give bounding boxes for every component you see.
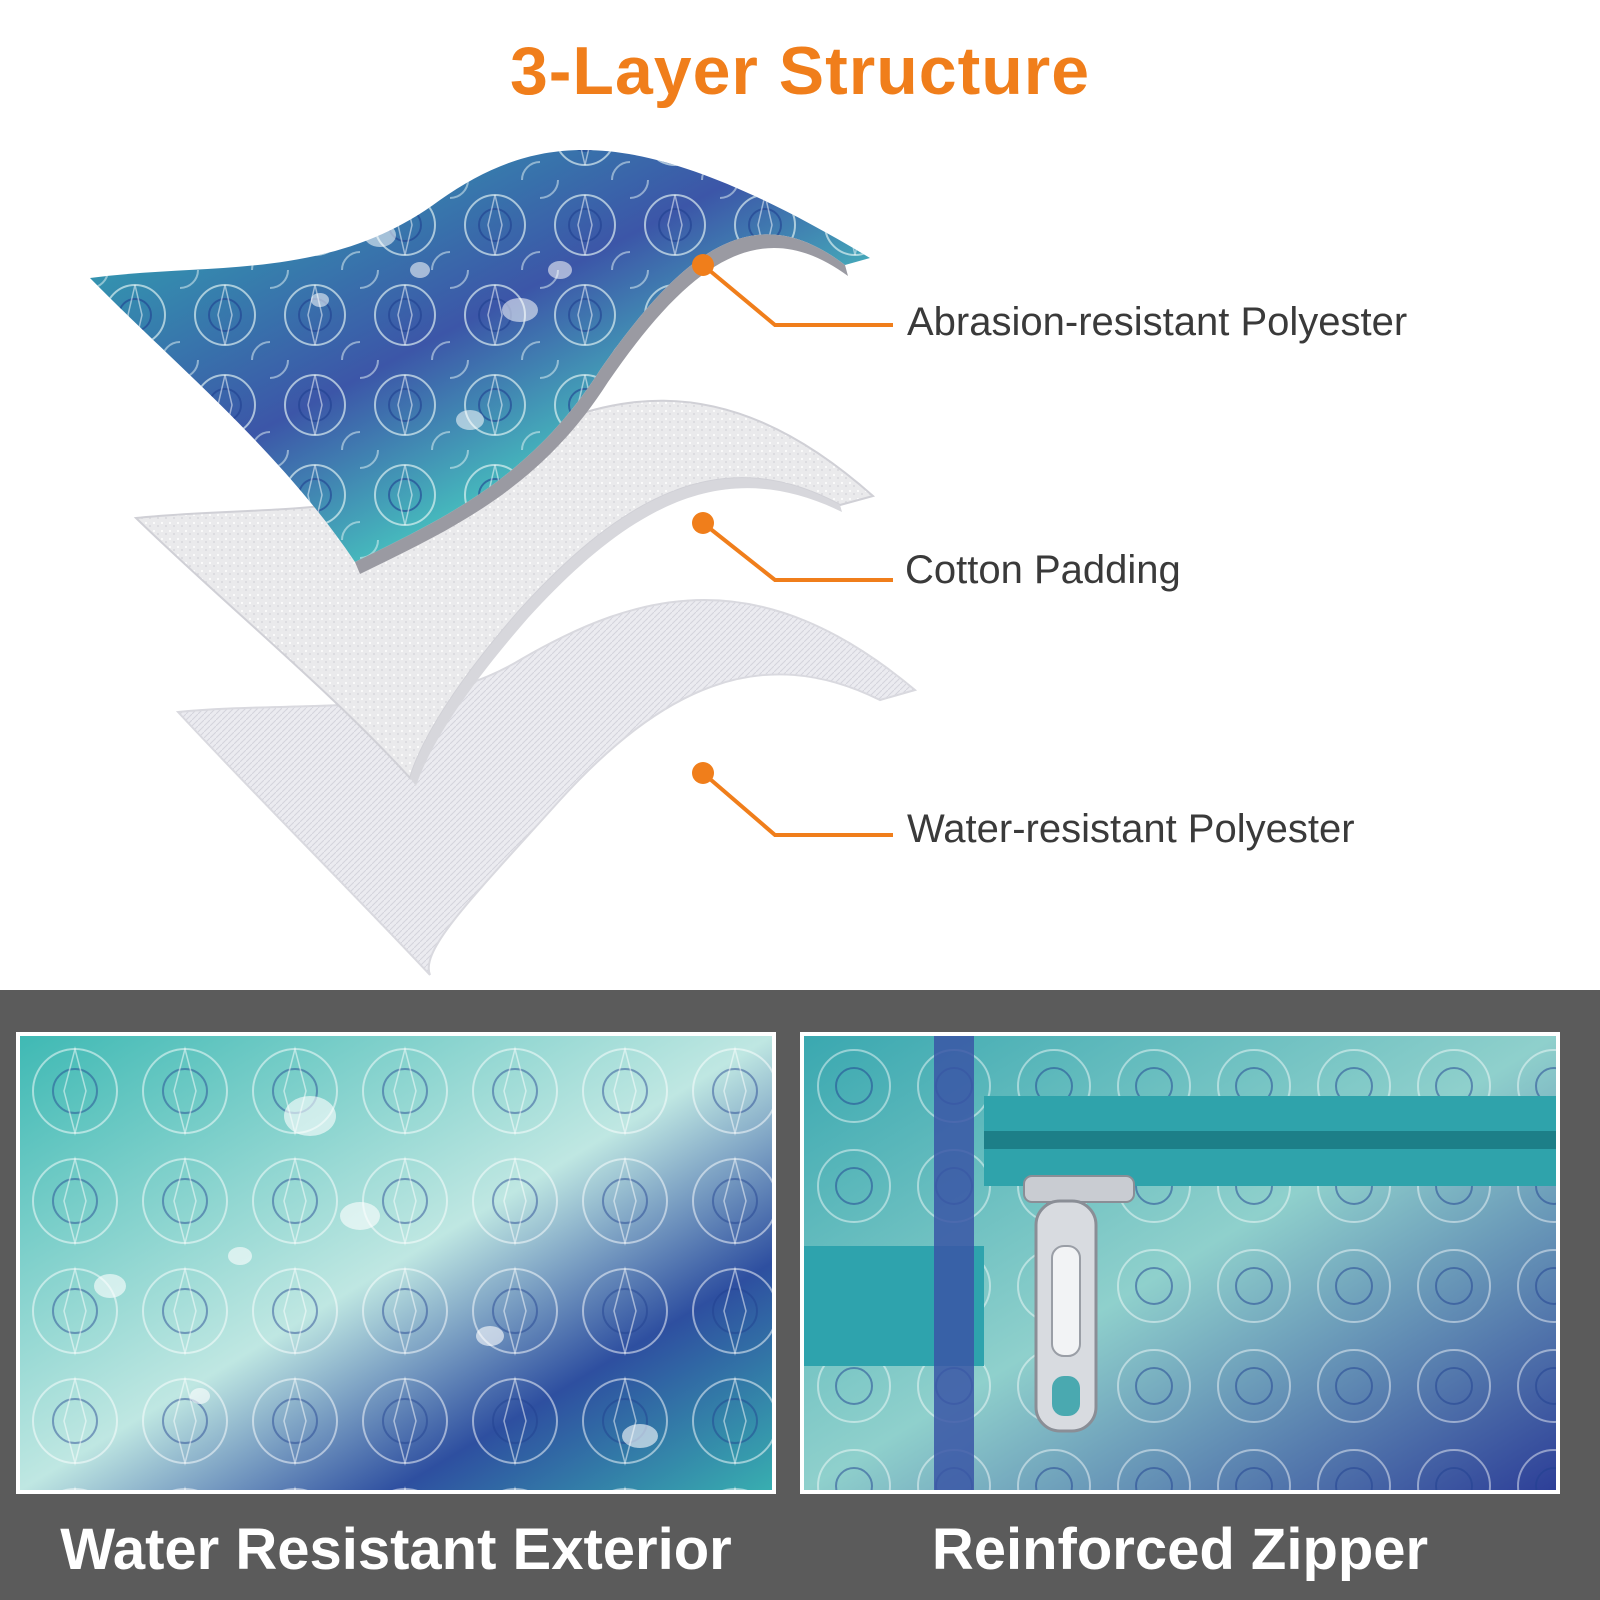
callout-line-1 [701,263,893,327]
bottom-layer [175,599,918,976]
water-resistant-photo [16,1032,776,1494]
dot-marker-icon [692,762,714,784]
page-title: 3-Layer Structure [509,33,1091,109]
dot-marker-icon [692,254,714,276]
caption-water-resistant: Water Resistant Exterior [60,1517,732,1582]
callout-line-2 [701,521,893,582]
callout-line-3 [701,771,893,837]
layer-label-water: Water-resistant Polyester [907,807,1355,851]
zipper-pull-icon [1023,1175,1135,1433]
dot-marker-icon [692,512,714,534]
zipper-photo [800,1032,1560,1494]
caption-reinforced-zipper: Reinforced Zipper [931,1517,1429,1582]
layer-label-abrasion: Abrasion-resistant Polyester [907,300,1408,344]
layer-illustration [90,149,918,976]
layer-label-cotton: Cotton Padding [905,548,1181,592]
